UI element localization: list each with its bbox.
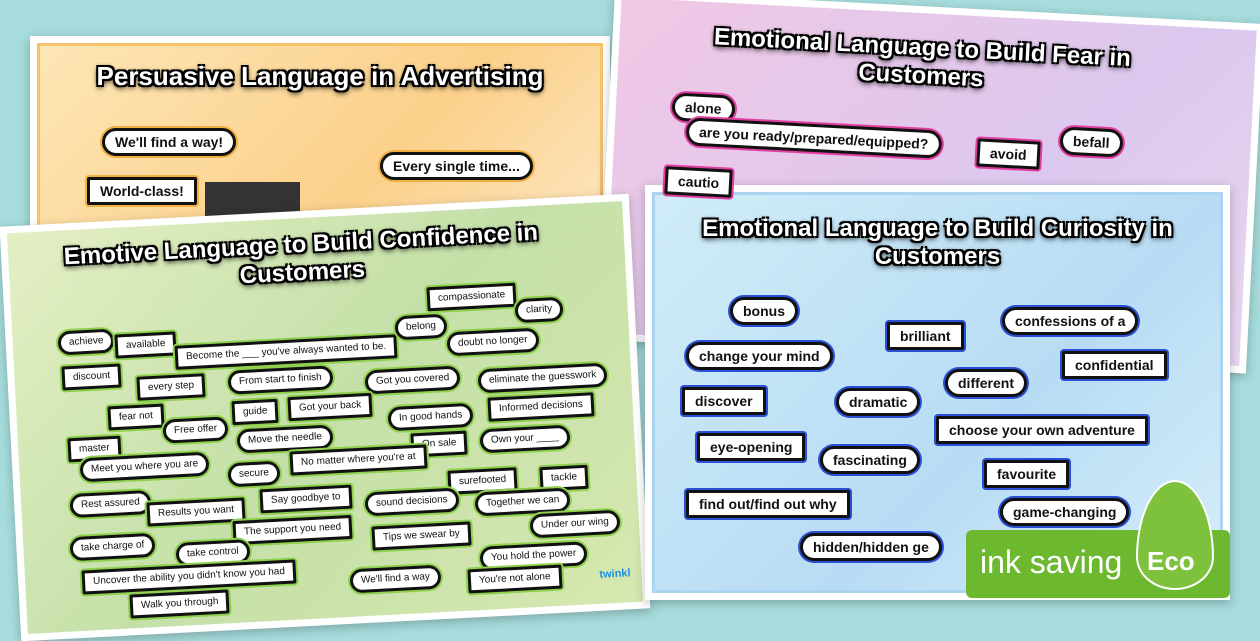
green-word-card: available (114, 331, 178, 359)
purple-word-card: avoid (976, 138, 1041, 170)
green-word-card: Results you want (146, 497, 246, 527)
blue-word-card: change your mind (686, 342, 833, 370)
blue-word-card: find out/find out why (686, 490, 850, 518)
green-word-card: Got your back (287, 392, 373, 422)
blue-word-card: discover (682, 387, 766, 415)
green-word-card: In good hands (387, 402, 474, 432)
orange-word-card: Every single time... (380, 152, 533, 180)
green-word-card: every step (136, 373, 206, 401)
green-word-card: discount (61, 363, 122, 391)
green-word-card: Free offer (162, 416, 229, 444)
green-word-card: doubt no longer (446, 327, 540, 357)
ink-saving-badge: ink saving Eco (966, 480, 1230, 598)
twinkl-logo: twinkl (599, 567, 631, 581)
blue-word-card: dramatic (836, 388, 921, 416)
blue-word-card: different (945, 369, 1027, 397)
green-word-card: belong (394, 313, 448, 341)
green-word-card: clarity (514, 296, 564, 324)
green-word-card: Own your ____ (479, 424, 571, 454)
blue-word-card: favourite (984, 460, 1070, 488)
green-word-card: Rest assured (69, 489, 152, 519)
badge-label: ink saving (980, 544, 1123, 580)
green-word-card: take charge of (69, 532, 156, 562)
purple-word-card: cautio (664, 166, 733, 198)
blue-word-card: brilliant (887, 322, 964, 350)
green-word-card: fear not (107, 403, 165, 431)
green-word-card: Got you covered (364, 365, 461, 395)
green-word-card: We'll find a way (349, 564, 442, 594)
eco-label: Eco (1147, 546, 1195, 576)
blue-word-card: choose your own adventure (936, 416, 1148, 444)
orange-word-card: World-class! (87, 177, 197, 205)
green-word-card: Say goodbye to (259, 484, 353, 514)
blue-word-card: confidential (1062, 351, 1167, 379)
green-word-card: Under our wing (529, 509, 621, 539)
orange-word-card: We'll find a way! (102, 128, 237, 156)
poster-title: Emotional Language to Build Curiosity in… (702, 215, 1173, 270)
green-word-card: secure (227, 460, 281, 488)
blue-word-card: fascinating (820, 446, 920, 474)
green-word-card: You're not alone (467, 564, 563, 594)
green-word-card: sound decisions (364, 487, 460, 517)
green-word-card: tackle (539, 464, 589, 492)
blue-word-card: game-changing (1000, 498, 1130, 526)
green-word-card: guide (231, 398, 280, 426)
blue-word-card: bonus (730, 297, 798, 325)
green-word-card: achieve (57, 328, 116, 356)
purple-word-card: befall (1059, 126, 1124, 158)
blue-word-card: confessions of a (1002, 307, 1139, 335)
green-word-card: compassionate (426, 282, 517, 312)
blue-word-card: eye-opening (697, 433, 806, 461)
blue-word-card: hidden/hidden ge (800, 533, 942, 561)
poster-title: Persuasive Language in Advertising (96, 61, 544, 91)
